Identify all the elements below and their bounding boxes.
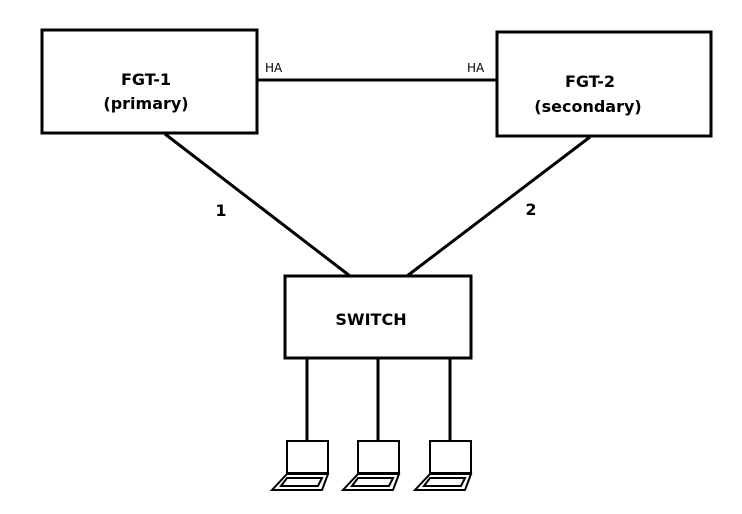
fgt2-node: FGT-2 (secondary) HA — [467, 30, 713, 138]
switch-name: SWITCH — [335, 310, 406, 329]
fgt2-box — [495, 30, 713, 138]
fgt2-name: FGT-2 — [565, 72, 615, 91]
switch-node: SWITCH — [283, 274, 473, 360]
fgt1-role: (primary) — [103, 94, 188, 113]
fgt1-name: FGT-1 — [121, 70, 171, 89]
fgt2-role: (secondary) — [534, 97, 641, 116]
fgt1-node: FGT-1 (primary) HA — [40, 28, 283, 135]
laptop-icon — [412, 440, 473, 491]
fgt2-ha-port-label: HA — [467, 61, 485, 75]
switch-box — [283, 274, 473, 360]
laptop-icon — [340, 440, 401, 491]
link-fgt1-switch — [164, 132, 351, 278]
fgt1-box — [40, 28, 259, 135]
link-fgt2-switch — [406, 135, 591, 278]
link-2-label: 2 — [525, 200, 536, 219]
fgt1-ha-port-label: HA — [265, 61, 283, 75]
link-1-label: 1 — [215, 201, 226, 220]
laptop-icon — [269, 440, 330, 491]
